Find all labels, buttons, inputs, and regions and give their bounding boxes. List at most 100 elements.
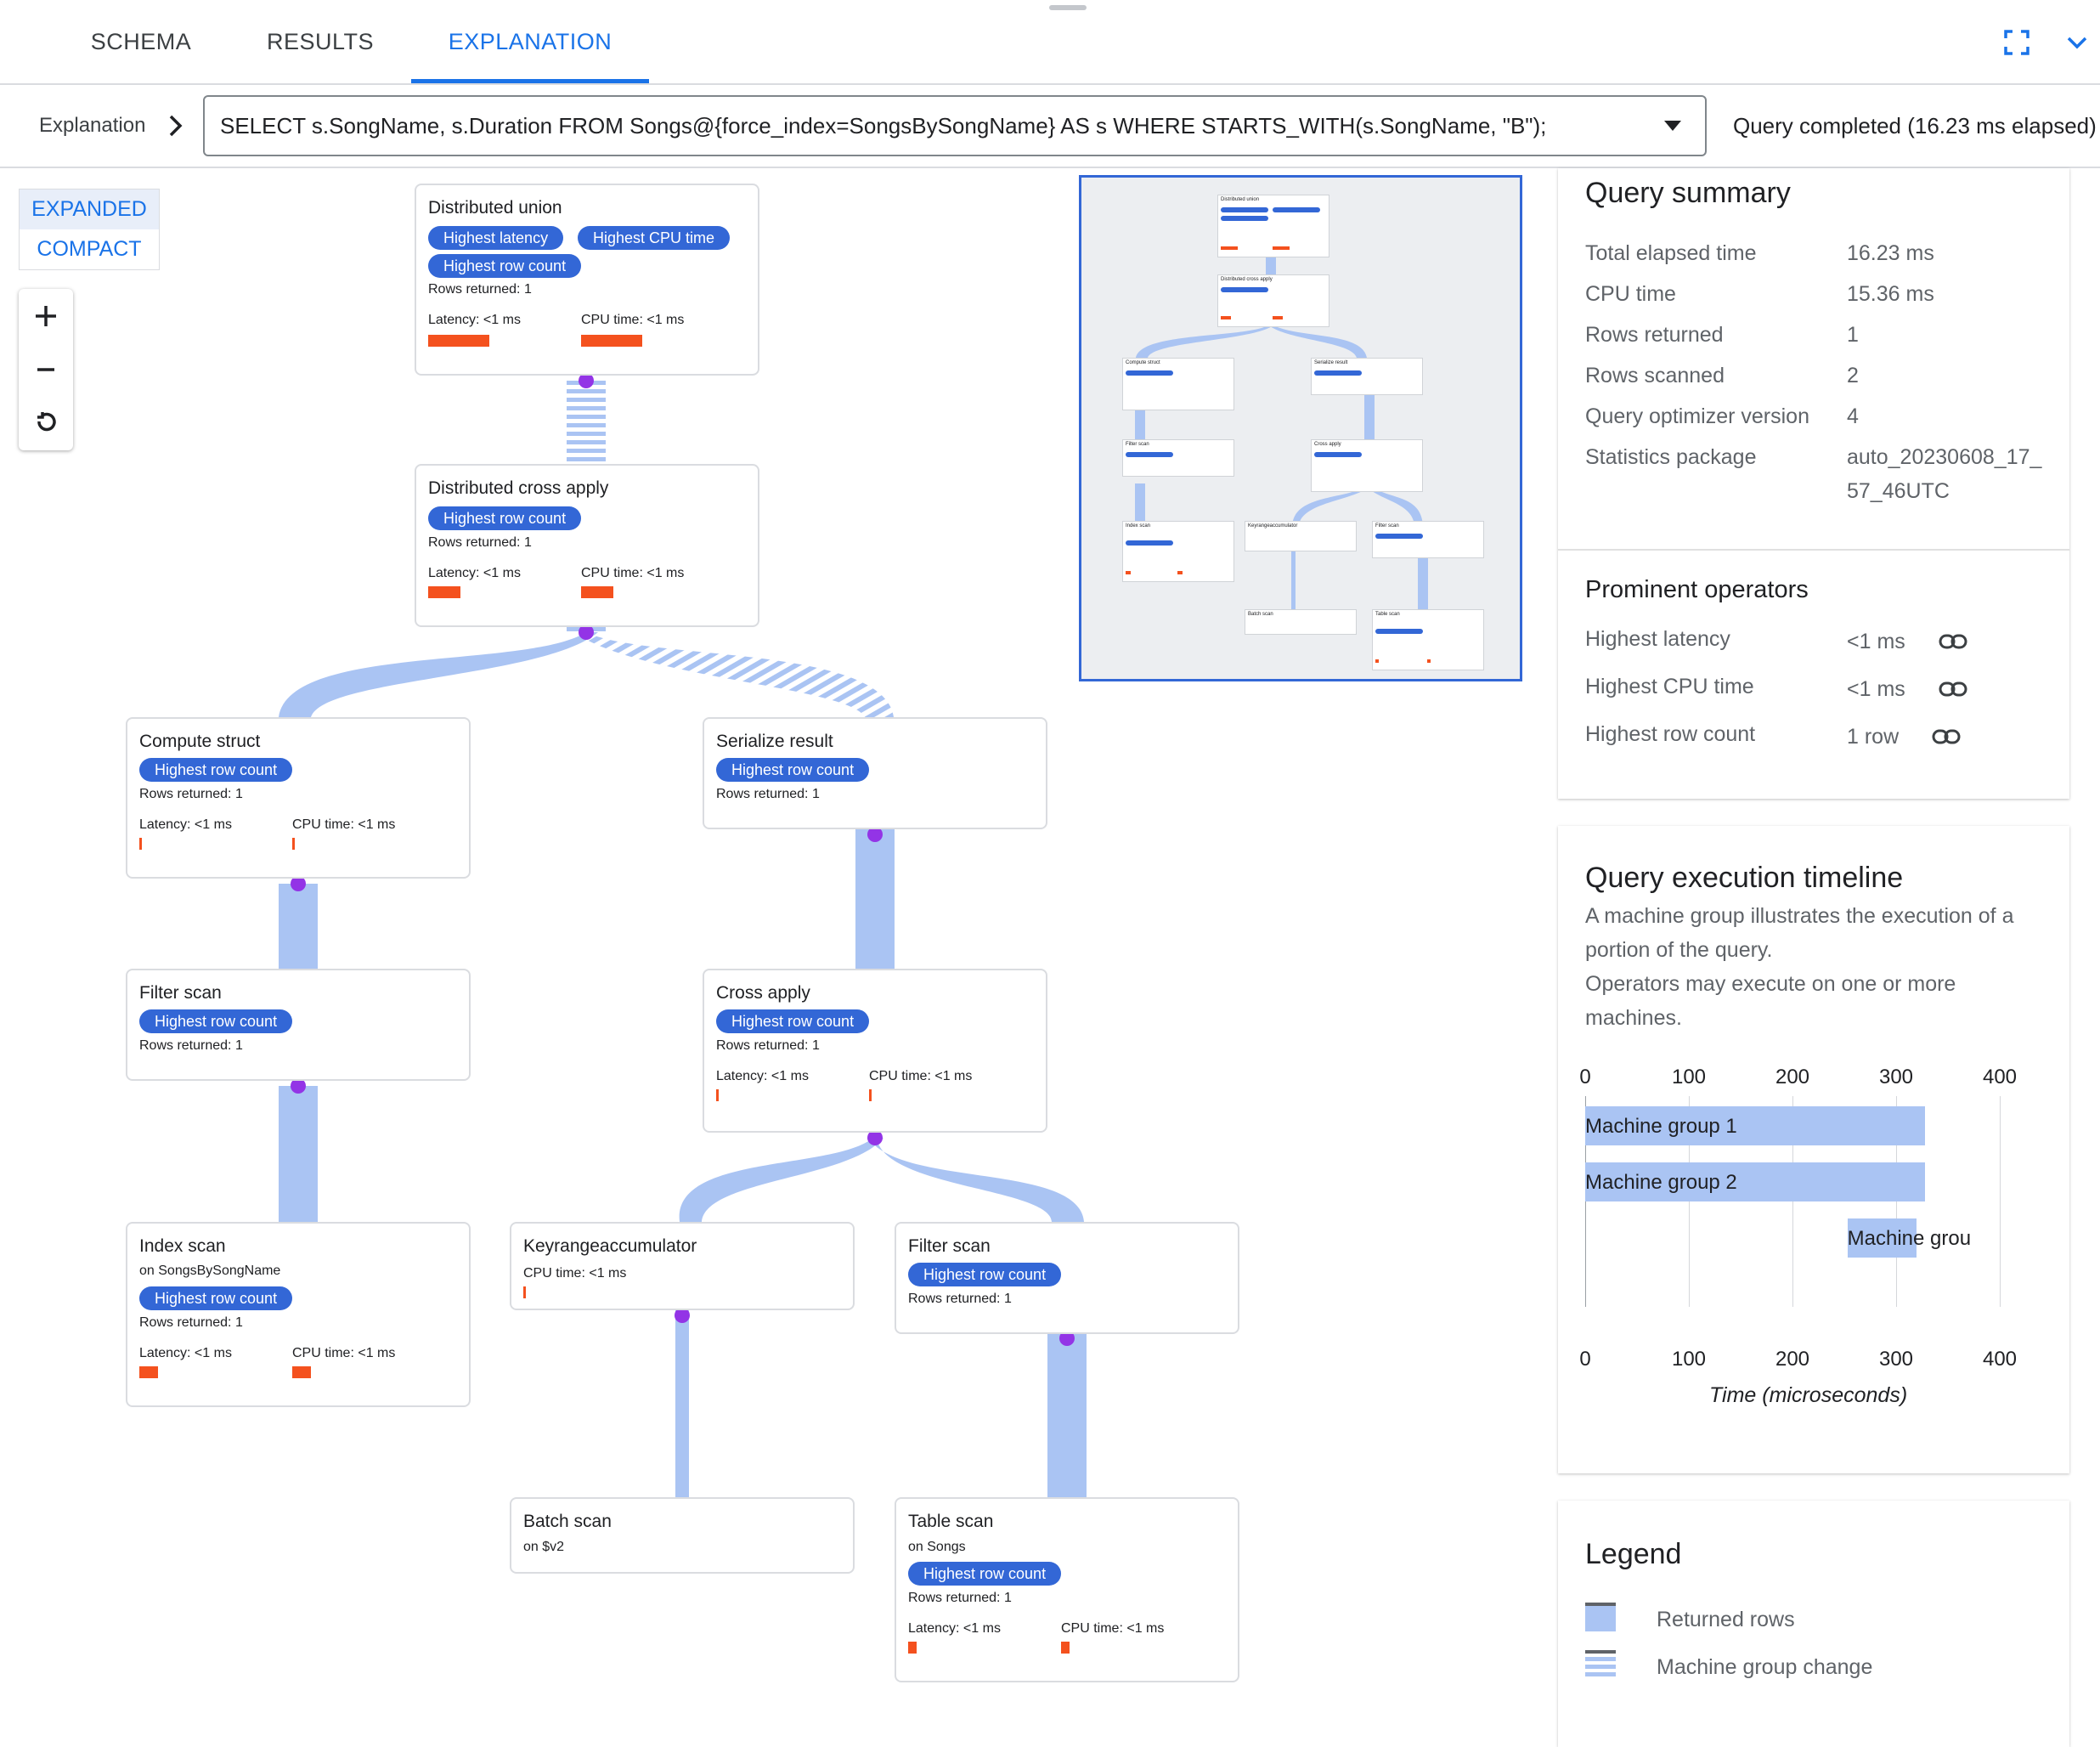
query-text: SELECT s.SongName, s.Duration FROM Songs… — [220, 113, 1547, 139]
plan-node-batch-scan[interactable]: Batch scan on $v2 — [510, 1497, 855, 1574]
port-icon[interactable] — [867, 1130, 883, 1145]
timeline-bar-label: Machine grou — [1847, 1227, 1972, 1250]
node-subtitle: on $v2 — [523, 1540, 565, 1554]
link-icon[interactable] — [1932, 727, 1961, 747]
zoom-in-button[interactable] — [19, 289, 73, 342]
cpu-label: CPU time: <1 ms — [523, 1266, 627, 1281]
timeline-bar[interactable] — [1585, 1106, 1926, 1145]
query-select[interactable]: SELECT s.SongName, s.Duration FROM Songs… — [203, 95, 1707, 156]
compact-button[interactable]: COMPACT — [37, 237, 142, 261]
latency-label: Latency: <1 ms — [139, 817, 232, 832]
plan-node-compute-struct[interactable]: Compute struct Highest row count Rows re… — [126, 717, 471, 879]
cpu-label: CPU time: <1 ms — [581, 313, 685, 327]
rows-returned: Rows returned: 1 — [716, 787, 820, 801]
timeline-gridline — [1792, 1096, 1793, 1307]
node-title: Filter scan — [139, 983, 222, 1003]
plan-node-table-scan[interactable]: Table scan on Songs Highest row count Ro… — [895, 1497, 1239, 1682]
port-icon[interactable] — [675, 1308, 690, 1323]
cpu-bar — [292, 1366, 311, 1378]
dropdown-arrow-icon — [1664, 121, 1681, 131]
reset-zoom-button[interactable] — [19, 396, 73, 449]
plan-node-distributed-union[interactable]: Distributed union Highest latency Highes… — [415, 184, 759, 376]
tab-schema[interactable]: SCHEMA — [90, 29, 192, 54]
summary-value: 2 — [1847, 364, 1859, 387]
cpu-bar — [869, 1089, 872, 1101]
plan-node-filter-scan-2[interactable]: Filter scan Highest row count Rows retur… — [895, 1222, 1239, 1334]
legend-label: Machine group change — [1657, 1655, 1873, 1679]
returned-rows-swatch-icon — [1585, 1603, 1616, 1631]
timeline-tick-top: 400 — [1982, 1066, 2018, 1088]
chevron-down-icon[interactable] — [2060, 25, 2094, 59]
rows-returned: Rows returned: 1 — [428, 535, 532, 550]
tab-explanation[interactable]: EXPLANATION — [411, 0, 649, 83]
cpu-label: CPU time: <1 ms — [1061, 1621, 1165, 1636]
minimap-node: Cross apply — [1311, 439, 1423, 492]
port-icon[interactable] — [579, 625, 594, 640]
minimap-node: Batch scan — [1245, 609, 1357, 635]
timeline-bar-label: Machine group 2 — [1585, 1171, 1737, 1194]
query-summary-card: Query summary Total elapsed time 16.23 m… — [1558, 168, 2069, 799]
minimap-node: Distributed cross apply — [1217, 274, 1329, 327]
port-icon[interactable] — [291, 876, 306, 891]
fullscreen-icon[interactable] — [2000, 25, 2034, 59]
tab-results[interactable]: RESULTS — [266, 29, 375, 54]
prominent-value: <1 ms — [1847, 677, 1905, 701]
chip-highest-cpu-time: Highest CPU time — [578, 226, 731, 250]
plan-node-index-scan[interactable]: Index scan on SongsBySongName Highest ro… — [126, 1222, 471, 1407]
edge-crossapply-filterscan2 — [868, 1138, 1084, 1222]
prominent-value: <1 ms — [1847, 630, 1905, 653]
plan-node-filter-scan[interactable]: Filter scan Highest row count Rows retur… — [126, 969, 471, 1081]
cpu-bar — [292, 838, 295, 850]
summary-label: Statistics package — [1585, 445, 1757, 469]
port-icon[interactable] — [579, 373, 594, 388]
rows-returned: Rows returned: 1 — [139, 1315, 243, 1330]
link-icon[interactable] — [1939, 631, 1967, 652]
machine-group-change-swatch-icon — [1585, 1650, 1616, 1676]
latency-label: Latency: <1 ms — [139, 1346, 232, 1360]
latency-bar — [139, 1366, 158, 1378]
plan-node-cross-apply[interactable]: Cross apply Highest row count Rows retur… — [703, 969, 1047, 1133]
breadcrumb[interactable]: Explanation — [39, 114, 146, 137]
summary-value: 1 — [1847, 323, 1859, 347]
zoom-out-button[interactable] — [19, 342, 73, 396]
port-icon[interactable] — [867, 827, 883, 842]
minimap-node: Table scan — [1372, 609, 1484, 670]
edge-filterscan2-tablescan — [1047, 1334, 1087, 1497]
summary-value: auto_20230608_17_57_46UTC — [1847, 445, 2042, 503]
plan-node-serialize-result[interactable]: Serialize result Highest row count Rows … — [703, 717, 1047, 829]
latency-label: Latency: <1 ms — [716, 1069, 809, 1083]
expanded-button[interactable]: EXPANDED — [20, 189, 159, 229]
plan-minimap[interactable]: Distributed union Distributed cross appl… — [1079, 175, 1522, 681]
summary-label: CPU time — [1585, 282, 1676, 306]
timeline-tick-bottom: 0 — [1579, 1348, 1591, 1371]
minimap-node: Serialize result — [1311, 358, 1423, 395]
chip-highest-row-count: Highest row count — [716, 758, 870, 782]
minimap-node: Filter scan — [1122, 439, 1234, 477]
port-icon[interactable] — [1059, 1331, 1075, 1346]
chip-highest-row-count: Highest row count — [428, 506, 582, 530]
node-title: Compute struct — [139, 732, 261, 751]
timeline-tick-bottom: 200 — [1775, 1348, 1810, 1371]
node-title: Table scan — [908, 1512, 994, 1531]
timeline-bar[interactable] — [1585, 1162, 1926, 1201]
rows-returned: Rows returned: 1 — [908, 1591, 1012, 1605]
latency-label: Latency: <1 ms — [428, 313, 521, 327]
port-icon[interactable] — [291, 1078, 306, 1094]
timeline-bar[interactable] — [1847, 1218, 1917, 1258]
timeline-gridline — [2000, 1096, 2001, 1307]
edge-crossapply-serialize — [574, 632, 894, 717]
cpu-bar — [581, 335, 642, 347]
drag-handle[interactable] — [1049, 5, 1087, 10]
plan-node-keyrangeaccumulator[interactable]: Keyrangeaccumulator CPU time: <1 ms — [510, 1222, 855, 1310]
link-icon[interactable] — [1939, 679, 1967, 699]
plan-node-distributed-cross-apply[interactable]: Distributed cross apply Highest row coun… — [415, 464, 759, 627]
prominent-value: 1 row — [1847, 725, 1900, 749]
minimap-node: Keyrangeaccumulator — [1245, 521, 1357, 551]
chip-highest-row-count: Highest row count — [139, 1286, 293, 1310]
timeline-gridline — [1585, 1096, 1586, 1307]
timeline-tick-top: 200 — [1775, 1066, 1810, 1088]
legend-card: Legend Returned rows Machine group chang… — [1558, 1501, 2069, 1747]
reset-icon — [37, 411, 56, 431]
zoom-controls — [19, 289, 73, 450]
latency-label: Latency: <1 ms — [428, 566, 521, 580]
